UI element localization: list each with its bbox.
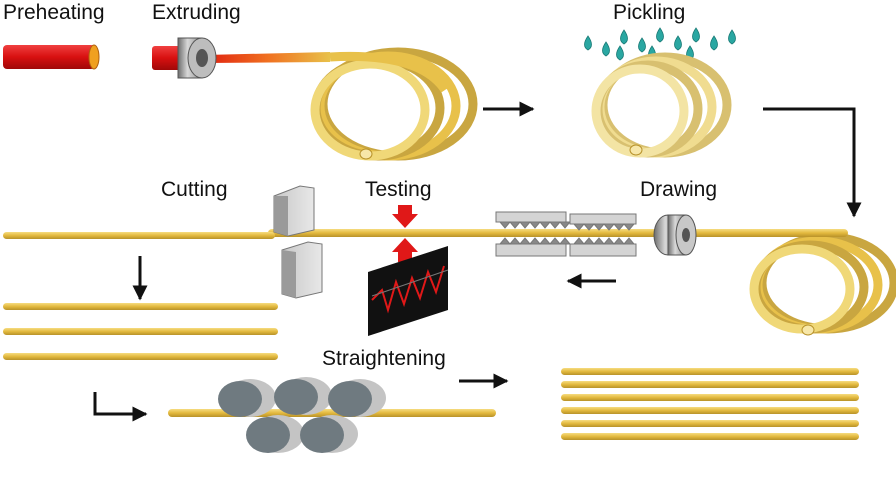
straightening-label: Straightening bbox=[322, 347, 446, 370]
tube-before-cut bbox=[3, 232, 275, 239]
extruding-assembly bbox=[152, 37, 330, 79]
pickling-label: Pickling bbox=[613, 1, 686, 24]
arrow-to-drawing bbox=[763, 107, 862, 218]
drawing-coil bbox=[749, 232, 896, 334]
extruded-coil bbox=[310, 47, 478, 161]
testing-label: Testing bbox=[365, 178, 432, 201]
drawing-die bbox=[653, 214, 697, 256]
preheating-label: Preheating bbox=[3, 1, 105, 24]
testing-arrows bbox=[392, 205, 418, 262]
cut-tubes bbox=[3, 303, 278, 360]
finished-tubes bbox=[561, 368, 859, 440]
cutting-blade bbox=[273, 185, 323, 299]
testing-screen bbox=[368, 246, 449, 336]
preheating-billet bbox=[3, 44, 100, 70]
cutting-label: Cutting bbox=[161, 178, 228, 201]
drawing-mandrel-teeth bbox=[495, 211, 637, 257]
straightening-rollers bbox=[218, 377, 386, 453]
arrow-to-straightening bbox=[93, 392, 148, 422]
pickled-coil bbox=[591, 52, 732, 158]
drawing-label: Drawing bbox=[640, 178, 718, 201]
extruding-label: Extruding bbox=[152, 1, 241, 24]
drawn-tube-line bbox=[268, 229, 848, 237]
